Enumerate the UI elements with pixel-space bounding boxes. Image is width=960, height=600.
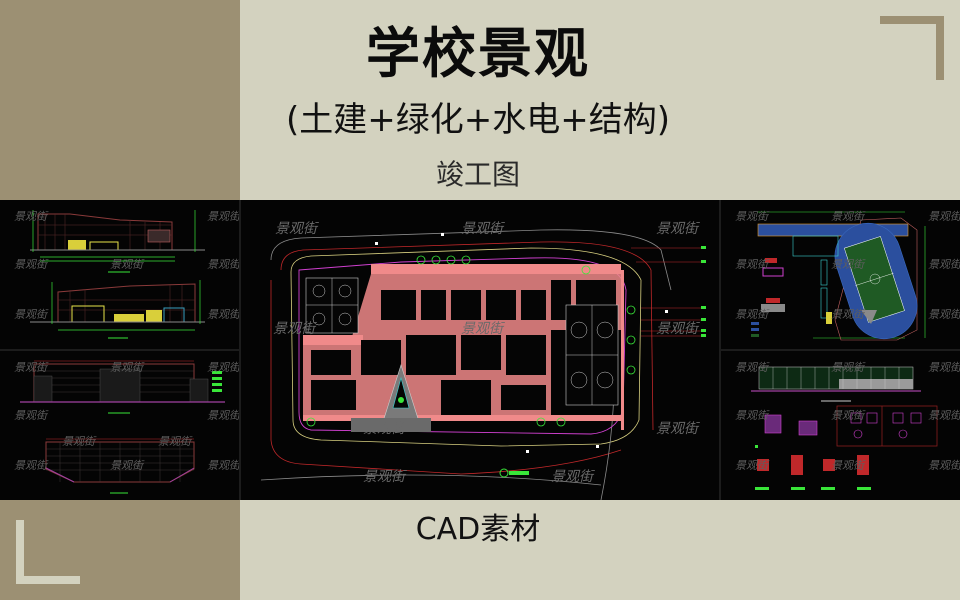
watermark: 景观街 bbox=[656, 221, 698, 237]
panel-divider bbox=[719, 200, 721, 500]
watermark: 景观街 bbox=[110, 361, 143, 374]
watermark: 景观街 bbox=[831, 409, 864, 422]
watermark: 景观街 bbox=[735, 409, 768, 422]
watermark: 景观街 bbox=[928, 210, 960, 223]
panel-construction-details: 景观街 景观街 景观街 景观街 景观街 景观街 景观街 景观街 景观街 bbox=[721, 351, 960, 500]
watermark: 景观街 bbox=[14, 308, 47, 321]
watermark: 景观街 bbox=[656, 321, 698, 337]
watermark: 景观街 bbox=[62, 435, 95, 448]
watermark: 景观街 bbox=[14, 459, 47, 472]
cad-material-label: CAD素材 bbox=[415, 512, 541, 547]
watermark: 景观街 bbox=[273, 321, 315, 337]
details-drawing-icon bbox=[751, 366, 938, 490]
corner-bracket-top-right bbox=[880, 16, 944, 80]
watermark: 景观街 bbox=[207, 361, 239, 374]
watermark: 景观街 bbox=[831, 308, 864, 321]
watermark: 景观街 bbox=[831, 258, 864, 271]
header-band: 学校景观 (土建+绿化+水电+结构) 竣工图 bbox=[0, 0, 960, 200]
watermark: 景观街 bbox=[207, 210, 239, 223]
watermark: 景观街 bbox=[363, 469, 405, 485]
page-subtitle: (土建+绿化+水电+结构) bbox=[286, 100, 670, 140]
watermark: 景观街 bbox=[831, 361, 864, 374]
elevation-drawing-icon bbox=[30, 210, 205, 339]
watermark: 景观街 bbox=[928, 409, 960, 422]
panel-divider bbox=[0, 349, 239, 351]
watermark: 景观街 bbox=[928, 361, 960, 374]
footer-band: CAD素材 bbox=[0, 500, 960, 600]
page-caption: 竣工图 bbox=[435, 158, 520, 191]
wall-elevation-drawing-icon bbox=[20, 360, 225, 494]
watermark: 景观街 bbox=[551, 469, 593, 485]
watermark: 景观街 bbox=[735, 361, 768, 374]
watermark: 景观街 bbox=[275, 221, 317, 237]
corner-bracket-bottom-left bbox=[16, 520, 80, 584]
watermark: 景观街 bbox=[110, 459, 143, 472]
watermark: 景观街 bbox=[928, 459, 960, 472]
watermark: 景观街 bbox=[656, 421, 698, 437]
panel-divider bbox=[721, 349, 960, 351]
watermark: 景观街 bbox=[461, 321, 503, 337]
panel-divider bbox=[239, 200, 241, 500]
panel-site-plan: 景观街 景观街 景观街 景观街 景观街 景观街 景观街 景观街 景观街 景观街 bbox=[241, 200, 719, 500]
watermark: 景观街 bbox=[735, 459, 768, 472]
watermark: 景观街 bbox=[363, 421, 405, 437]
watermark: 景观街 bbox=[831, 459, 864, 472]
watermark: 景观街 bbox=[928, 258, 960, 271]
cad-preview-grid: 景观街 景观街 景观街 景观街 景观街 景观街 景观街 bbox=[0, 200, 960, 500]
watermark: 景观街 bbox=[207, 409, 239, 422]
watermark: 景观街 bbox=[461, 221, 503, 237]
watermark: 景观街 bbox=[14, 258, 47, 271]
panel-elevation-drawings: 景观街 景观街 景观街 景观街 景观街 景观街 景观街 bbox=[0, 200, 239, 349]
sports-field-drawing-icon bbox=[751, 211, 926, 341]
watermark: 景观街 bbox=[110, 258, 143, 271]
site-plan-drawing-icon bbox=[260, 229, 706, 500]
watermark: 景观街 bbox=[14, 210, 47, 223]
watermark: 景观街 bbox=[831, 210, 864, 223]
watermark: 景观街 bbox=[735, 258, 768, 271]
watermark: 景观街 bbox=[14, 361, 47, 374]
watermark: 景观街 bbox=[735, 308, 768, 321]
panel-wall-elevations: 景观街 景观街 景观街 景观街 景观街 景观街 景观街 景观街 景观街 景观街 bbox=[0, 351, 239, 500]
watermark: 景观街 bbox=[207, 258, 239, 271]
watermark: 景观街 bbox=[158, 435, 191, 448]
watermark: 景观街 bbox=[14, 409, 47, 422]
accent-block-bottom-left bbox=[0, 500, 240, 600]
watermark: 景观街 bbox=[207, 459, 239, 472]
panel-sports-field-plan: 景观街 景观街 景观街 景观街 景观街 景观街 景观街 景观街 景观街 bbox=[721, 200, 960, 349]
accent-block-top-left bbox=[0, 0, 240, 200]
watermark: 景观街 bbox=[207, 308, 239, 321]
page-title: 学校景观 bbox=[366, 22, 590, 85]
watermark: 景观街 bbox=[735, 210, 768, 223]
watermark: 景观街 bbox=[928, 308, 960, 321]
